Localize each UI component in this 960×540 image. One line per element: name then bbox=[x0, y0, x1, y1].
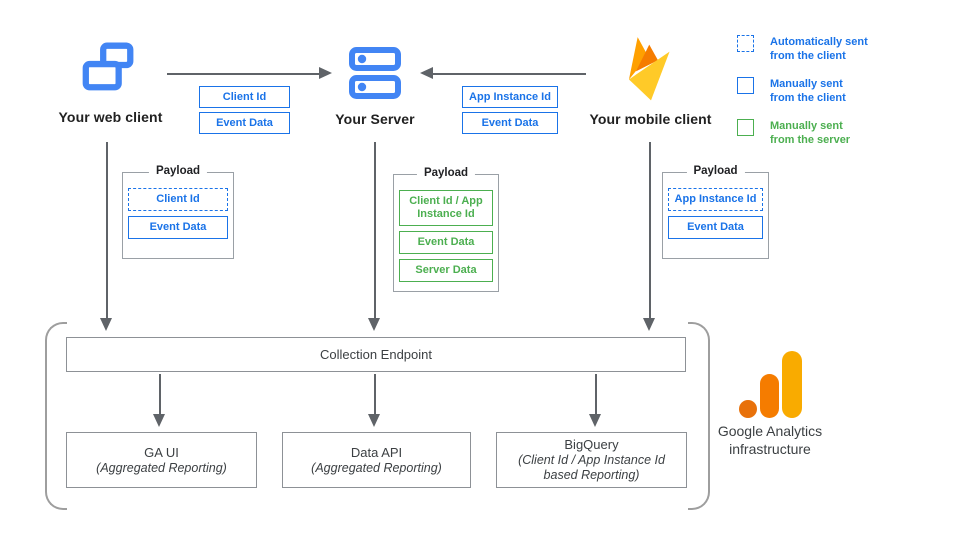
tag-event-data: Event Data bbox=[462, 112, 558, 134]
tag-client-id: Client Id bbox=[199, 86, 290, 108]
arrow-web-to-server-head bbox=[319, 67, 332, 79]
arrow-mobile-down-head bbox=[643, 318, 655, 331]
legend-swatch-dashed-blue bbox=[737, 35, 754, 52]
ga-ui-subtitle: (Aggregated Reporting) bbox=[96, 460, 227, 475]
mobile-to-server-tags: App Instance Id Event Data bbox=[462, 86, 558, 134]
payload-title: Payload bbox=[686, 165, 745, 177]
arrow-to-bigquery-head bbox=[589, 414, 601, 427]
bigquery-title: BigQuery bbox=[564, 437, 619, 452]
payload-title: Payload bbox=[148, 165, 208, 177]
payload-box-mobile: Payload App Instance Id Event Data bbox=[662, 165, 769, 259]
web-to-server-tags: Client Id Event Data bbox=[199, 86, 290, 134]
arrow-to-data-api-line bbox=[374, 374, 376, 414]
server-icon bbox=[349, 47, 401, 99]
payload-item-server-data: Server Data bbox=[398, 259, 494, 282]
payload-item-client-id: Client Id bbox=[128, 188, 228, 211]
infrastructure-caption-line1: Google Analytics bbox=[717, 423, 823, 439]
arrow-mobile-to-server-line bbox=[433, 73, 586, 75]
web-client-icon bbox=[82, 42, 134, 91]
ga-logo-tall-bar-icon bbox=[782, 351, 802, 418]
arrow-to-bigquery-line bbox=[595, 374, 597, 414]
tag-app-instance-id: App Instance Id bbox=[462, 86, 558, 108]
payload-item-client-or-app-id: Client Id / App Instance Id bbox=[398, 190, 494, 226]
tag-event-data: Event Data bbox=[199, 112, 290, 134]
ga-logo-mid-bar-icon bbox=[760, 374, 779, 418]
collection-endpoint-label: Collection Endpoint bbox=[319, 347, 433, 362]
ga-ui-title: GA UI bbox=[144, 444, 179, 460]
ga-ui-box: GA UI (Aggregated Reporting) bbox=[66, 432, 257, 488]
infrastructure-bracket-right bbox=[688, 322, 710, 510]
payload-item-app-instance-id: App Instance Id bbox=[667, 188, 764, 211]
legend-line: from the client bbox=[770, 92, 846, 104]
firebase-icon bbox=[628, 37, 670, 101]
arrow-web-down-head bbox=[100, 318, 112, 331]
legend-line: from the server bbox=[770, 134, 851, 146]
legend-swatch-solid-green bbox=[737, 119, 754, 136]
legend-swatch-solid-blue bbox=[737, 77, 754, 94]
data-api-box: Data API (Aggregated Reporting) bbox=[282, 432, 471, 488]
legend-line: Automatically sent bbox=[770, 36, 868, 48]
legend-line: Manually sent bbox=[770, 120, 843, 132]
mobile-client-label: Your mobile client bbox=[589, 111, 712, 127]
arrow-mobile-down-line bbox=[649, 142, 651, 318]
collection-endpoint-box: Collection Endpoint bbox=[66, 337, 686, 372]
payload-box-web: Payload Client Id Event Data bbox=[122, 165, 234, 259]
arrow-mobile-to-server-head bbox=[420, 67, 433, 79]
arrow-server-down-head bbox=[368, 318, 380, 331]
arrow-web-to-server-line bbox=[167, 73, 320, 75]
data-api-subtitle: (Aggregated Reporting) bbox=[311, 460, 442, 475]
data-api-title: Data API bbox=[350, 444, 403, 460]
arrow-to-ga-ui-line bbox=[159, 374, 161, 414]
arrow-to-data-api-head bbox=[368, 414, 380, 427]
payload-box-server: Payload Client Id / App Instance Id Even… bbox=[393, 167, 499, 292]
arrow-web-down-line bbox=[106, 142, 108, 318]
infrastructure-caption: Google Analytics infrastructure bbox=[690, 422, 850, 458]
payload-item-event-data: Event Data bbox=[398, 231, 494, 254]
bigquery-box: BigQuery (Client Id / App Instance Id ba… bbox=[496, 432, 687, 488]
bigquery-subtitle: (Client Id / App Instance Id based Repor… bbox=[518, 453, 665, 482]
arrow-server-down-line bbox=[374, 142, 376, 318]
ga-logo-dot-icon bbox=[739, 400, 757, 418]
infrastructure-bracket-left bbox=[45, 322, 67, 510]
legend-line: from the client bbox=[770, 50, 846, 62]
legend-item-auto-client: Automatically sent from the client bbox=[737, 35, 868, 63]
legend-line: Manually sent bbox=[770, 78, 843, 90]
legend-item-manual-server: Manually sent from the server bbox=[737, 119, 850, 147]
arrow-to-ga-ui-head bbox=[153, 414, 165, 427]
web-client-label: Your web client bbox=[58, 109, 163, 125]
payload-item-event-data: Event Data bbox=[128, 216, 228, 239]
infrastructure-caption-line2: infrastructure bbox=[729, 441, 811, 457]
payload-title: Payload bbox=[416, 167, 476, 179]
legend-item-manual-client: Manually sent from the client bbox=[737, 77, 846, 105]
server-label: Your Server bbox=[335, 111, 415, 127]
payload-item-event-data: Event Data bbox=[667, 216, 764, 239]
